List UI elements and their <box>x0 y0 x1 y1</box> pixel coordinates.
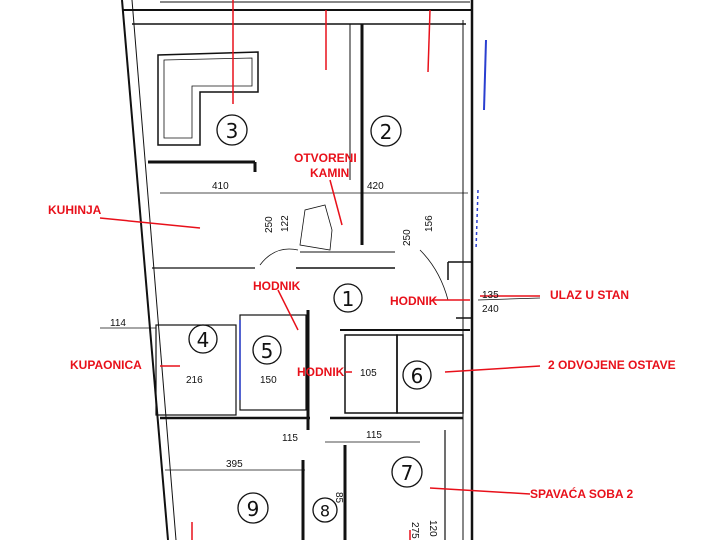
arrow-vert-c <box>427 9 431 73</box>
room-number-4: 4 <box>197 328 210 352</box>
dim-120: 120 <box>427 520 438 537</box>
accent-right <box>483 39 487 111</box>
label-ostave: 2 ODVOJENE OSTAVE <box>548 358 676 372</box>
label-hodnik-bottom: HODNIK <box>297 365 345 379</box>
dim-115a: 115 <box>282 433 298 444</box>
dim-250b: 250 <box>402 229 413 246</box>
kitchen-counter-inner <box>163 57 253 139</box>
room-circle-6 <box>402 360 432 390</box>
fireplace <box>299 204 333 251</box>
room-number-7: 7 <box>401 461 414 485</box>
dim-150: 150 <box>260 375 277 386</box>
label-otvoreni: OTVORENI <box>294 151 357 165</box>
room-circle-1 <box>333 283 363 313</box>
arrow-ostave <box>444 365 541 373</box>
accent-mid <box>475 189 479 251</box>
annotation-arrows <box>99 0 541 540</box>
room-circles <box>188 114 432 524</box>
wall-left-inner <box>131 0 177 540</box>
room-number-8: 8 <box>320 502 330 521</box>
arrow-kamin <box>329 179 343 226</box>
dim-156: 156 <box>424 215 435 232</box>
room-circle-8 <box>312 497 338 523</box>
label-kupaonica: KUPAONICA <box>70 358 142 372</box>
dim-line-135 <box>477 297 541 301</box>
door-arc-b <box>419 249 449 301</box>
dim-105: 105 <box>360 368 377 379</box>
room-number-3: 3 <box>226 119 239 143</box>
dim-85: 85 <box>333 492 344 504</box>
room-circle-2 <box>370 115 402 147</box>
dim-115b: 115 <box>366 430 382 441</box>
room-number-2: 2 <box>380 120 393 144</box>
room-4-box <box>155 324 237 416</box>
dim-250a: 250 <box>264 216 275 233</box>
label-spavaca: SPAVAĆA SOBA 2 <box>530 487 634 501</box>
storage-b <box>396 334 464 414</box>
label-hodnik-right: HODNIK <box>390 294 438 308</box>
room-circle-9 <box>237 492 269 524</box>
dim-114: 114 <box>110 318 126 329</box>
room-numbers: 3 2 1 4 5 6 7 8 9 <box>197 119 424 521</box>
room-circle-5 <box>252 335 282 365</box>
arrow-spavaca <box>429 487 531 495</box>
room-number-1: 1 <box>342 287 355 311</box>
door-arc-a <box>259 248 299 266</box>
room-number-6: 6 <box>411 364 424 388</box>
room-number-9: 9 <box>247 497 260 521</box>
arrow-kuhinja <box>99 217 201 229</box>
label-kuhinja: KUHINJA <box>48 203 102 217</box>
label-ulaz: ULAZ U STAN <box>550 288 630 302</box>
dimension-labels: 410 420 250 122 156 250 135 240 114 216 … <box>110 181 499 539</box>
room-circle-4 <box>188 324 218 354</box>
dim-275: 275 <box>409 522 420 539</box>
dim-122: 122 <box>280 215 291 232</box>
dim-420: 420 <box>367 181 384 192</box>
dim-216: 216 <box>186 375 203 386</box>
wall-left-outer <box>121 0 169 540</box>
arrow-hodnik-top <box>277 289 299 331</box>
room-circle-7 <box>391 456 423 488</box>
label-hodnik-top: HODNIK <box>253 279 301 293</box>
room-circle-3 <box>216 114 248 146</box>
dim-135: 135 <box>482 290 499 301</box>
plan-lines <box>100 0 541 540</box>
kitchen-counter <box>157 51 259 146</box>
dim-240: 240 <box>482 304 499 315</box>
room-number-5: 5 <box>261 339 274 363</box>
dim-395: 395 <box>226 459 243 470</box>
dim-410: 410 <box>212 181 229 192</box>
label-kamin: KAMIN <box>310 166 350 180</box>
